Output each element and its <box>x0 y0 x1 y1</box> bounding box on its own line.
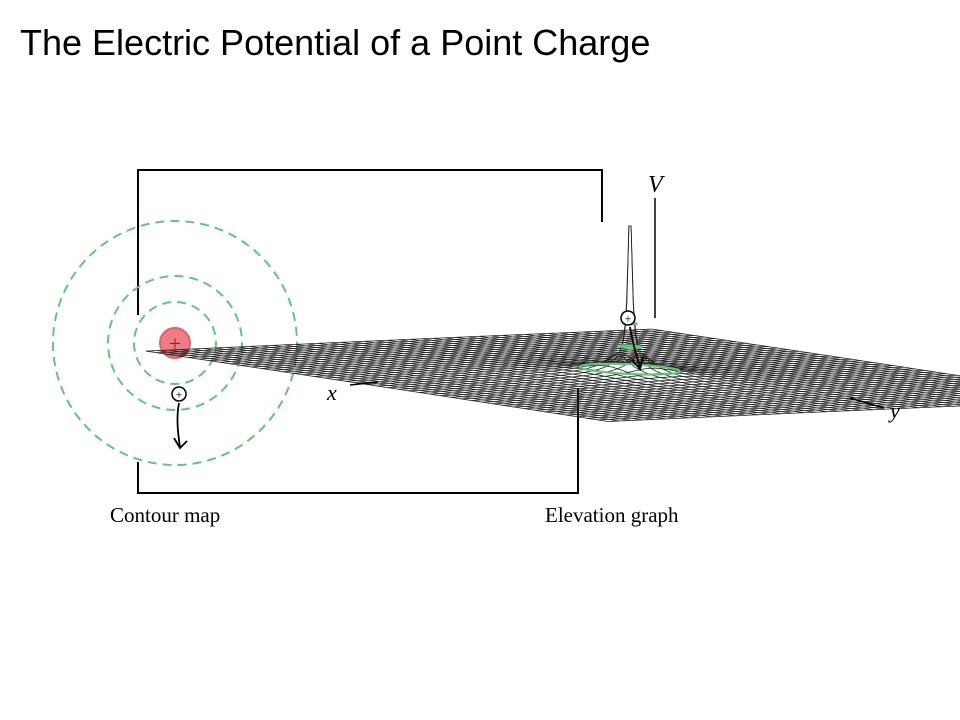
slide-title: The Electric Potential of a Point Charge <box>20 22 651 63</box>
motion-arrow-surface <box>629 326 641 369</box>
mesh-line-y <box>397 366 904 390</box>
mesh-line-x <box>352 341 816 413</box>
mesh-line-y <box>576 399 960 418</box>
mesh-line-x <box>387 339 850 412</box>
mesh-line-y <box>586 401 960 419</box>
mesh-line-x <box>318 342 781 415</box>
mesh-line-x <box>145 350 609 422</box>
equipotential-contour-outer <box>52 220 298 466</box>
mesh-line-x <box>272 345 735 417</box>
v-axis-label: V <box>648 172 665 198</box>
y-axis-line <box>849 397 885 409</box>
mesh-line-x <box>295 344 758 416</box>
mesh-line-y <box>503 384 960 406</box>
test-charge-surface <box>620 310 636 326</box>
mesh-line-y <box>555 395 960 414</box>
elevation-graph: + <box>145 198 960 422</box>
mesh-line-y <box>376 225 883 387</box>
mesh-line-y <box>471 378 960 401</box>
mesh-line-y <box>387 355 894 388</box>
contour-map: + + <box>52 220 298 466</box>
mesh-line-x <box>249 346 712 418</box>
equipotential-contour-middle <box>107 275 243 411</box>
frame-top-connector <box>137 169 603 315</box>
mesh-line-y <box>534 391 960 411</box>
mesh-line-x <box>226 347 689 419</box>
mesh-line-x <box>375 340 839 412</box>
mesh-line-x <box>237 346 701 418</box>
surface-equipotential-ring-1 <box>579 362 681 376</box>
mesh-line-x <box>260 345 724 417</box>
mesh-line-y <box>607 405 960 422</box>
mesh-line-y <box>460 376 960 400</box>
mesh-line-x <box>283 344 747 416</box>
equipotential-contour-inner <box>133 301 217 385</box>
mesh-line-y <box>597 403 960 421</box>
mesh-line-x <box>341 341 804 414</box>
motion-arrowhead-contour <box>173 437 188 450</box>
elevation-graph-caption: Elevation graph <box>545 503 679 527</box>
mesh-line-y <box>513 386 960 408</box>
mesh-line-x <box>180 349 643 421</box>
mesh-line-y <box>429 371 936 395</box>
motion-arrow-contour <box>176 402 181 448</box>
mesh-line-y <box>440 373 947 397</box>
mesh-line-x <box>191 348 655 420</box>
mesh-line-x <box>168 349 632 421</box>
y-axis-label: y <box>888 398 900 423</box>
test-charge-surface-symbol: + <box>625 312 632 326</box>
mesh-line-x <box>214 347 678 419</box>
x-axis-label: x <box>326 380 337 405</box>
mesh-line-y <box>566 397 960 416</box>
potential-surface-mesh <box>145 225 960 422</box>
mesh-line-y <box>544 393 960 413</box>
x-axis-line <box>349 381 379 386</box>
mesh-line-y <box>419 370 926 393</box>
mesh-line-x <box>157 350 620 422</box>
contour-map-caption: Contour map <box>110 503 220 527</box>
surface-equipotential-ring-2 <box>617 344 643 349</box>
mesh-line-y <box>450 374 957 398</box>
test-charge-contour-symbol: + <box>176 388 183 402</box>
mesh-line-y <box>492 382 960 405</box>
frame-bottom-connector <box>137 388 579 494</box>
mesh-line-x <box>203 348 666 420</box>
mesh-line-x <box>329 342 793 414</box>
mesh-line-x <box>306 343 770 415</box>
mesh-line-y <box>523 388 960 409</box>
test-charge-contour <box>171 386 187 402</box>
motion-arrowhead-surface <box>631 356 644 371</box>
mesh-line-y <box>481 380 960 403</box>
